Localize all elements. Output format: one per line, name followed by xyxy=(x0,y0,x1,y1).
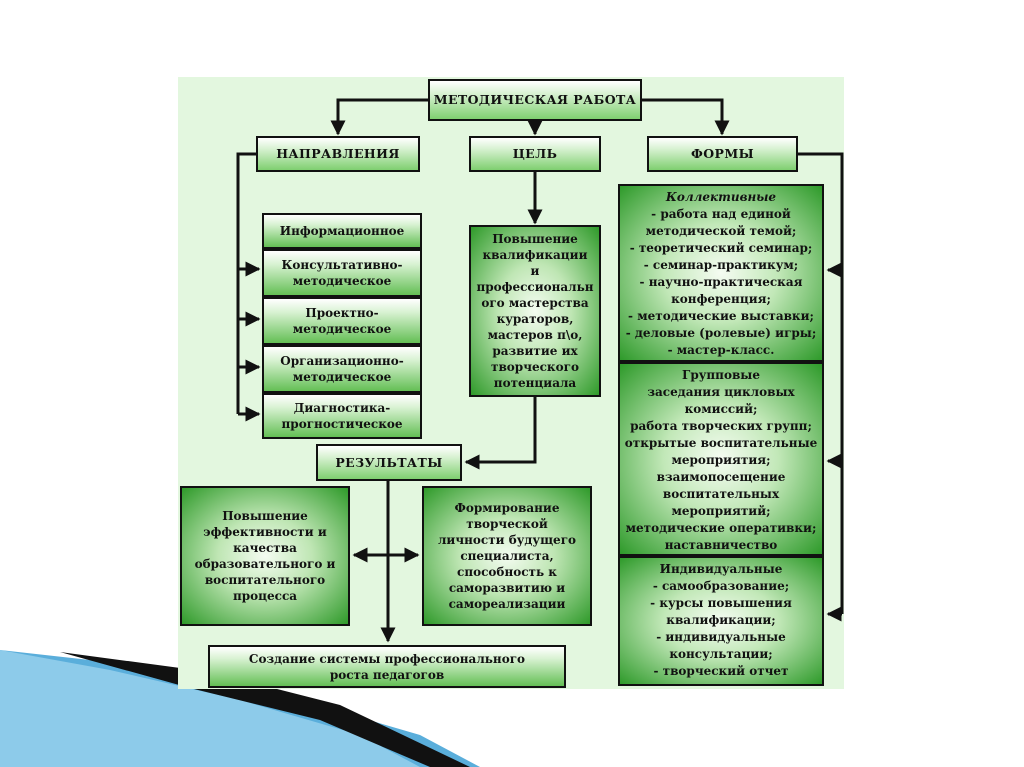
decor-wave-black xyxy=(60,652,470,767)
forms-box: ФОРМЫ xyxy=(647,136,798,172)
forms-line: - индивидуальные xyxy=(656,630,786,644)
forms-line: открытые воспитательные xyxy=(624,436,818,450)
arrow-to-directions xyxy=(330,98,428,136)
forms-group-title: Групповые xyxy=(682,368,760,382)
forms-line: наставничество xyxy=(664,538,778,552)
forms-line: работа творческих групп; xyxy=(630,419,812,433)
forms-group-box: Групповые заседания цикловых комиссий; р… xyxy=(618,362,824,556)
result-efficiency-box: Повышение эффективности и качества образ… xyxy=(180,486,350,626)
forms-collective-title: Коллективные xyxy=(665,190,777,204)
methodical-work-box: МЕТОДИЧЕСКАЯ РАБОТА xyxy=(428,79,642,121)
result-personality-text: Формирование творческой личности будущег… xyxy=(437,501,577,611)
arrow-to-forms xyxy=(642,98,730,136)
forms-line: - научно-практическая xyxy=(639,275,803,289)
direction-item: Диагностика-прогностическое xyxy=(262,393,422,439)
direction-item-label: Консультативно-методическое xyxy=(281,258,403,288)
direction-item: Информационное xyxy=(262,213,422,249)
result-growth-text: Создание системы профессионального роста… xyxy=(248,651,526,682)
forms-line: комиссий; xyxy=(684,402,758,416)
forms-line: методические оперативки; xyxy=(625,521,817,535)
forms-line: взаимопосещение xyxy=(656,470,786,484)
direction-item: Проектно-методическое xyxy=(262,297,422,345)
methodical-work-label: МЕТОДИЧЕСКАЯ РАБОТА xyxy=(433,92,637,107)
results-box: РЕЗУЛЬТАТЫ xyxy=(316,444,462,481)
result-personality-box: Формирование творческой личности будущег… xyxy=(422,486,592,626)
goal-text-box: Повышение квалификации и профессиональн … xyxy=(469,225,601,397)
result-growth-box: Создание системы профессионального роста… xyxy=(208,645,566,688)
goal-title: ЦЕЛЬ xyxy=(512,146,558,161)
direction-item-label: Организационно-методическое xyxy=(280,354,404,384)
forms-line: - курсы повышения xyxy=(650,596,792,610)
direction-item-label: Информационное xyxy=(279,224,405,238)
forms-line: - мастер-класс. xyxy=(667,343,775,357)
forms-line: методической темой; xyxy=(645,224,797,238)
direction-item-label: Диагностика-прогностическое xyxy=(281,401,403,431)
forms-line: конференция; xyxy=(671,292,771,306)
forms-line: - творческий отчет xyxy=(653,664,789,678)
forms-individual-title: Индивидуальные xyxy=(659,562,783,576)
goal-box: ЦЕЛЬ xyxy=(469,136,601,172)
forms-collective-box: Коллективные - работа над единой методич… xyxy=(618,184,824,362)
forms-line: мероприятий; xyxy=(671,504,771,518)
forms-line: - методические выставки; xyxy=(628,309,814,323)
goal-text: Повышение квалификации и профессиональн … xyxy=(476,232,594,390)
forms-line: - самообразование; xyxy=(652,579,790,593)
forms-line: заседания цикловых xyxy=(647,385,795,399)
forms-line: воспитательных xyxy=(662,487,780,501)
forms-line: - работа над единой xyxy=(651,207,791,221)
directions-box: НАПРАВЛЕНИЯ xyxy=(256,136,420,172)
arrow-goal-to-results xyxy=(464,397,537,470)
forms-line: - деловые (ролевые) игры; xyxy=(625,326,817,340)
forms-line: - семинар-практикум; xyxy=(643,258,799,272)
forms-line: консультации; xyxy=(669,647,773,661)
forms-line: квалификации; xyxy=(666,613,776,627)
directions-title: НАПРАВЛЕНИЯ xyxy=(276,146,400,161)
forms-line: мероприятия; xyxy=(671,453,771,467)
directions-bracket-line xyxy=(236,152,256,414)
direction-item-label: Проектно-методическое xyxy=(292,306,392,336)
forms-title: ФОРМЫ xyxy=(690,146,754,161)
decor-wave-light xyxy=(0,650,420,767)
direction-item: Консультативно-методическое xyxy=(262,249,422,297)
forms-individual-box: Индивидуальные - самообразование; - курс… xyxy=(618,556,824,686)
direction-item: Организационно-методическое xyxy=(262,345,422,393)
results-title: РЕЗУЛЬТАТЫ xyxy=(335,454,443,470)
forms-line: - теоретический семинар; xyxy=(629,241,813,255)
result-efficiency-text: Повышение эффективности и качества образ… xyxy=(194,509,336,603)
